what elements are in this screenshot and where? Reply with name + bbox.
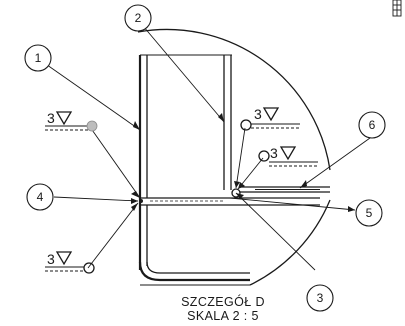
balloon-3: 3 bbox=[306, 284, 334, 312]
left-wall bbox=[138, 55, 148, 270]
balloon-4: 4 bbox=[26, 183, 54, 211]
inner-wall bbox=[223, 55, 232, 190]
weld-symbol-lower-left: 3 bbox=[45, 251, 95, 274]
balloon-number: 1 bbox=[35, 51, 42, 65]
balloon-6: 6 bbox=[358, 111, 386, 139]
weld-size-label: 3 bbox=[270, 145, 278, 161]
weld-size-label: 3 bbox=[254, 106, 262, 122]
weld-size-label: 3 bbox=[47, 251, 55, 267]
leader-lines bbox=[39, 19, 371, 271]
balloon-number: 6 bbox=[369, 118, 376, 132]
weld-symbol-upper-left: 3 bbox=[45, 110, 98, 132]
balloon-number: 3 bbox=[317, 291, 324, 305]
balloon-5: 5 bbox=[355, 199, 383, 227]
lower-fillet bbox=[138, 261, 250, 282]
balloon-number: 4 bbox=[37, 190, 44, 204]
balloon-number: 5 bbox=[366, 206, 373, 220]
weld-junction bbox=[139, 188, 241, 203]
weld-symbol-center-top: 3 bbox=[240, 106, 300, 131]
leader-arrowheads bbox=[131, 113, 355, 212]
weld-symbol-right-middle: 3 bbox=[258, 145, 318, 167]
detail-scale: SKALA 2 : 5 bbox=[187, 309, 259, 323]
weld-size-label: 3 bbox=[47, 110, 55, 126]
balloon-2: 2 bbox=[124, 4, 152, 32]
detail-boundary-arc bbox=[137, 28, 331, 286]
right-plate-upper bbox=[240, 186, 330, 193]
balloon-1: 1 bbox=[24, 44, 52, 72]
detail-title: SZCZEGÓŁ D bbox=[181, 294, 265, 309]
corner-fragment bbox=[392, 0, 402, 17]
balloon-number: 2 bbox=[135, 11, 142, 25]
